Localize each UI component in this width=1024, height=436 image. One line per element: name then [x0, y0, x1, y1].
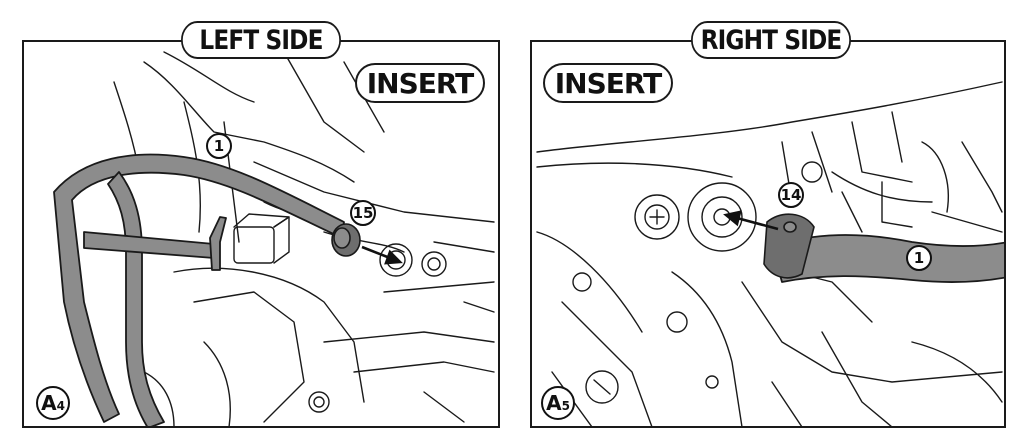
left-side-label: LEFT SIDE — [181, 21, 341, 59]
right-step-number: 5 — [561, 399, 570, 413]
right-insert-label: INSERT — [543, 63, 673, 103]
right-callout-bar: 1 — [906, 245, 932, 271]
right-callout-part: 14 — [778, 182, 804, 208]
right-side-label: RIGHT SIDE — [691, 21, 851, 59]
left-side-illustration — [53, 51, 495, 426]
left-insert-label: INSERT — [355, 63, 485, 103]
left-side-panel — [22, 40, 500, 428]
left-step-letter: A — [41, 391, 57, 415]
left-callout-part: 15 — [350, 200, 376, 226]
right-side-illustration — [536, 81, 1004, 426]
left-callout-bar: 1 — [206, 133, 232, 159]
left-step-number: 4 — [56, 399, 65, 413]
right-step-letter: A — [546, 391, 562, 415]
right-side-panel — [530, 40, 1006, 428]
